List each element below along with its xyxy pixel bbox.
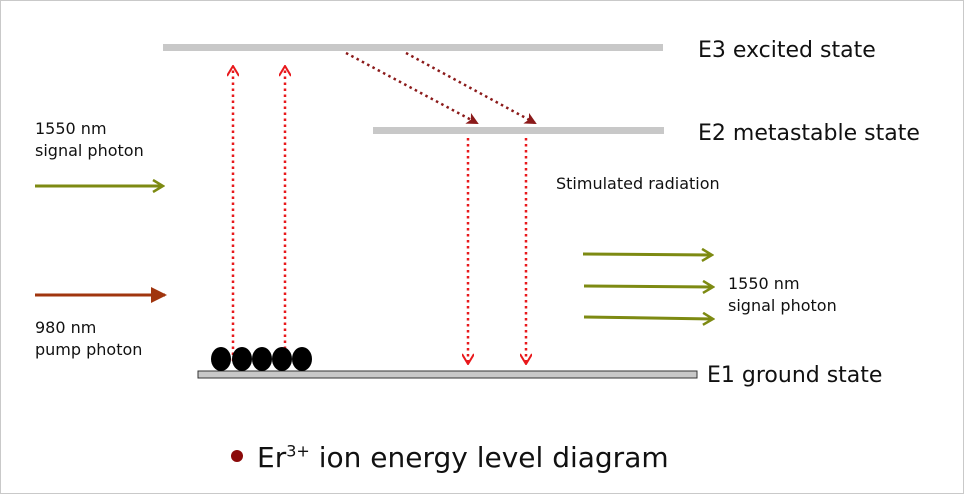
e2-level-bar bbox=[373, 127, 664, 134]
e2-level-label: E2 metastable state bbox=[698, 121, 920, 146]
e3-level-label: E3 excited state bbox=[698, 38, 876, 63]
relaxation-arrow-1 bbox=[345, 51, 479, 125]
bullet-icon bbox=[231, 450, 243, 462]
caption-element: Er bbox=[257, 441, 287, 474]
pump-input-label: 980 nm pump photon bbox=[35, 318, 143, 359]
stimulated-radiation-label: Stimulated radiation bbox=[556, 174, 720, 193]
signal-output-arrow-2 bbox=[583, 286, 713, 287]
signal-output-arrow-3 bbox=[583, 317, 713, 319]
er-ion-2 bbox=[232, 347, 252, 371]
caption-text: ion energy level diagram bbox=[309, 441, 669, 474]
er-ion-3 bbox=[252, 347, 272, 371]
e1-level-bar bbox=[197, 370, 698, 379]
relaxation-arrow-2 bbox=[405, 51, 537, 125]
e1-level-label: E1 ground state bbox=[707, 363, 883, 388]
signal-input-label: 1550 nm signal photon bbox=[35, 119, 144, 160]
signal-output-arrow-1 bbox=[582, 254, 712, 255]
er-ion-5 bbox=[292, 347, 312, 371]
signal-output-label: 1550 nm signal photon bbox=[728, 274, 837, 315]
er-ion-1 bbox=[211, 347, 231, 371]
er-ion-4 bbox=[272, 347, 292, 371]
e3-level-bar bbox=[163, 44, 663, 51]
diagram-caption: Er3+ ion energy level diagram bbox=[231, 441, 669, 474]
caption-charge: 3+ bbox=[286, 441, 310, 461]
